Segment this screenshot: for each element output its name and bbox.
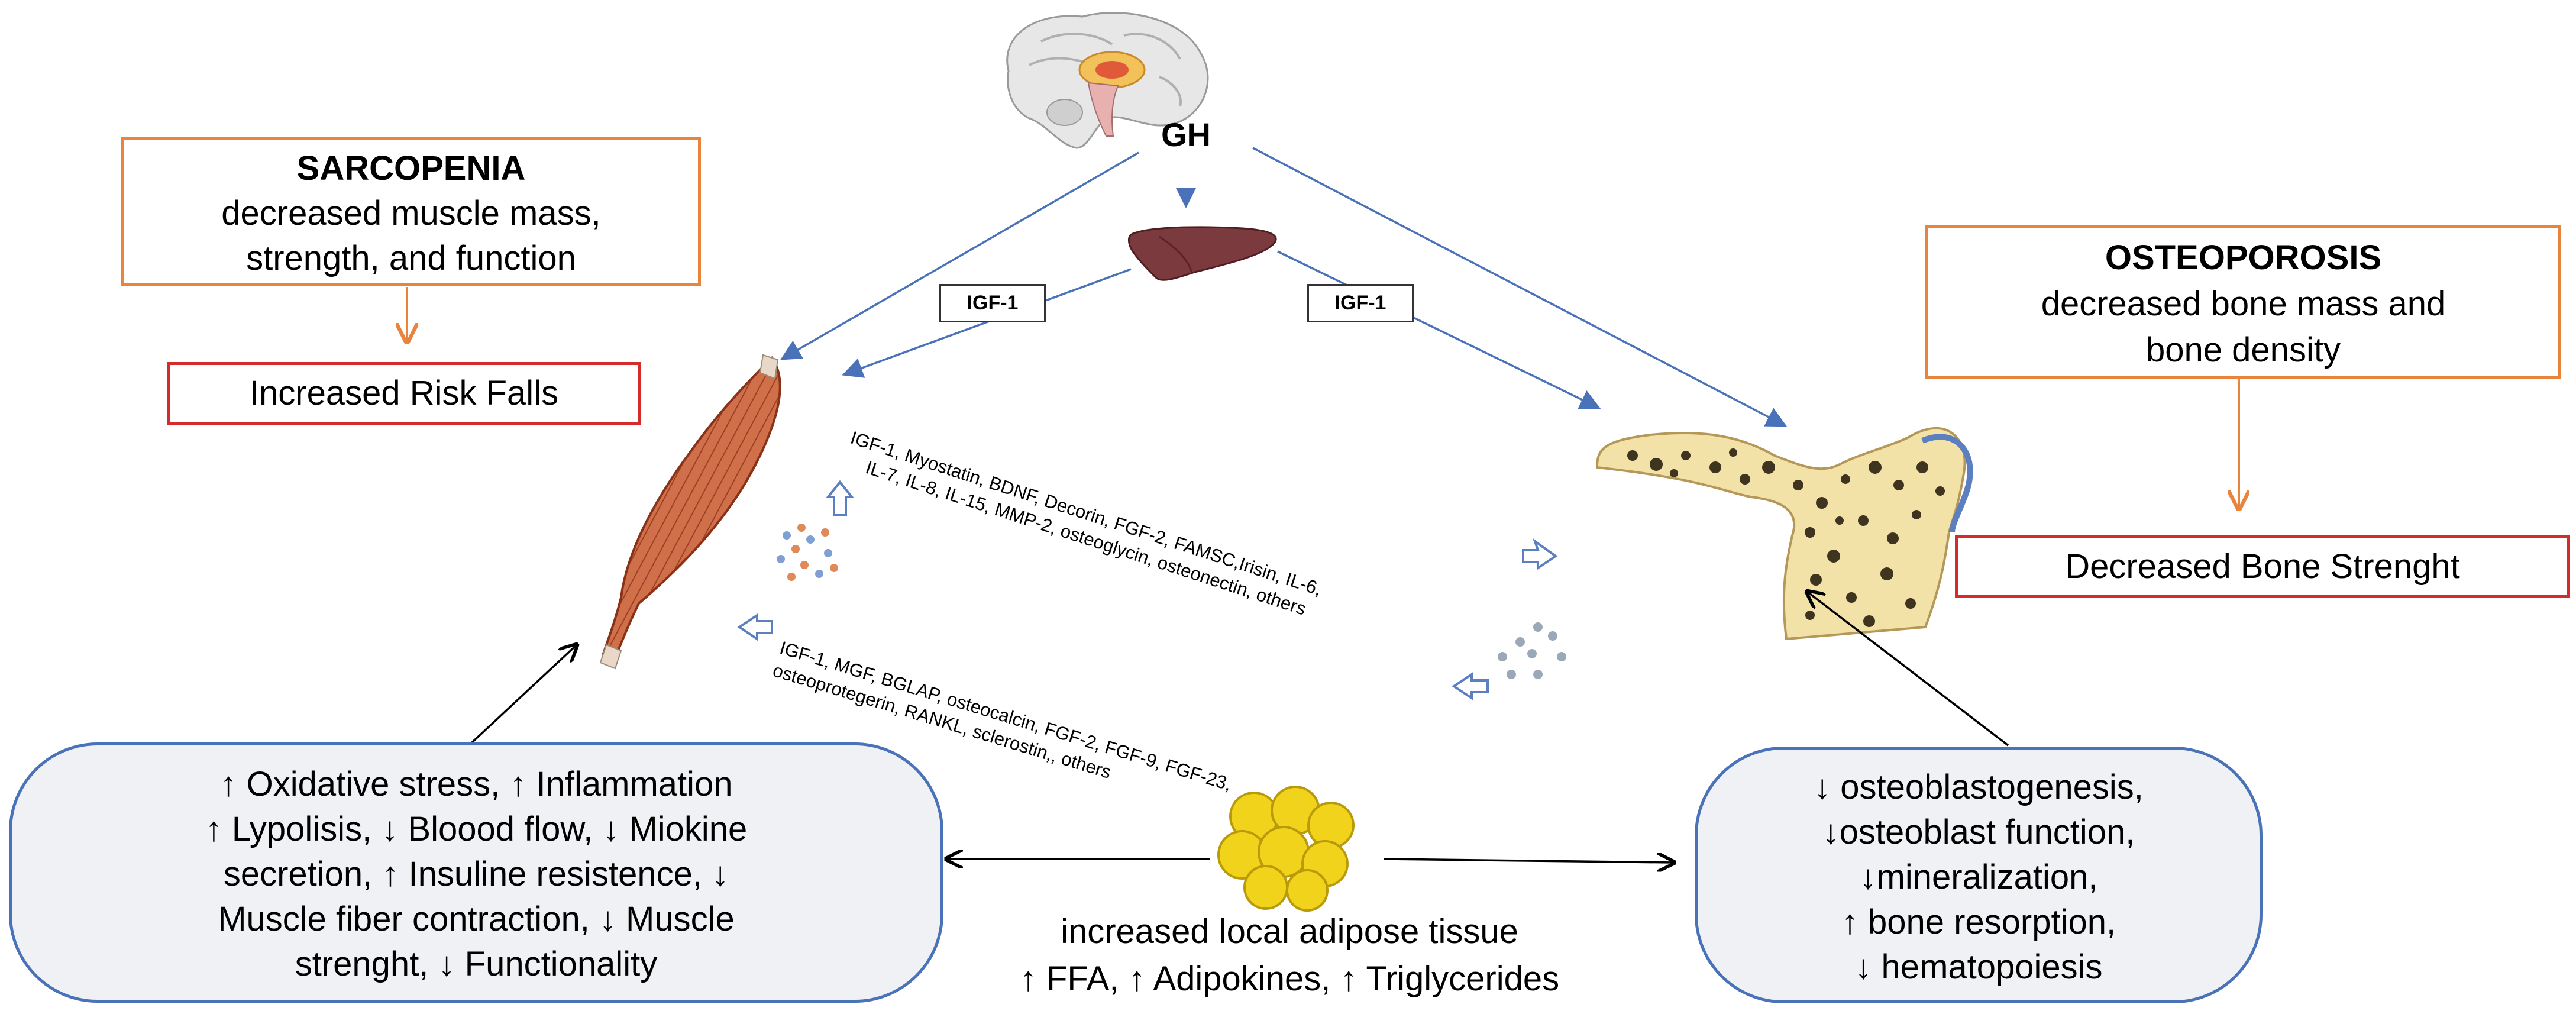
muscle-effect-line-3: secretion, ↑ Insuline resistence, ↓ [223,855,729,893]
bone-effects-box: ↓ osteoblastogenesis, ↓osteoblast functi… [1695,747,2263,1003]
bone-effect-line-1: ↓ osteoblastogenesis, [1814,768,2144,806]
bone-effect-line-4: ↑ bone resorption, [1841,903,2116,941]
muscle-effects-box: ↑ Oxidative stress, ↑ Inflammation ↑ Lyp… [9,742,943,1003]
hollow-arrows [737,480,1558,700]
bone-strength-box: Decreased Bone Strenght [1955,535,2570,598]
igf1-label-left: IGF-1 [939,284,1046,322]
osteoporosis-title: OSTEOPOROSIS [2105,238,2382,277]
muscle-effect-line-5: strenght, ↓ Functionality [295,945,658,983]
sarcopenia-line-2: strength, and function [246,239,576,277]
risk-falls-box: Increased Risk Falls [167,362,641,425]
osteoporosis-line-1: decreased bone mass and [2041,285,2446,323]
sarcopenia-box: SARCOPENIA decreased muscle mass, streng… [121,137,701,286]
consequence-arrows [407,287,2239,509]
osteoporosis-box: OSTEOPOROSIS decreased bone mass and bon… [1925,225,2561,379]
igf1-label-right: IGF-1 [1307,284,1414,322]
myokine-dots [777,524,838,581]
gh-label: GH [1161,116,1211,153]
muscle-effect-line-1: ↑ Oxidative stress, ↑ Inflammation [219,765,733,803]
osteoporosis-line-2: bone density [2146,331,2341,369]
muscle-icon [599,354,781,670]
muscle-effect-line-4: Muscle fiber contraction, ↓ Muscle [218,900,735,938]
liver-icon [1127,226,1277,281]
bone-effect-line-2: ↓osteoblast function, [1822,813,2135,851]
muscle-effect-line-2: ↑ Lypolisis, ↓ Bloood flow, ↓ Miokine [205,810,748,848]
sarcopenia-line-1: decreased muscle mass, [221,194,601,232]
fat-cells-icon [1217,786,1355,912]
bone-effect-line-3: ↓mineralization, [1859,858,2098,896]
bone-icon [1595,427,1973,641]
black-arrows [471,592,2009,863]
adipose-title: increased local adipose tissue [1061,912,1518,951]
gh-arrows [780,147,1788,427]
bone-effect-line-5: ↓ hematopoiesis [1854,948,2103,986]
adipose-effects: ↑ FFA, ↑ Adipokines, ↑ Triglycerides [1019,960,1560,998]
brain-icon [1006,12,1209,149]
sarcopenia-title: SARCOPENIA [296,149,526,188]
osteokine-dots [1498,622,1566,679]
